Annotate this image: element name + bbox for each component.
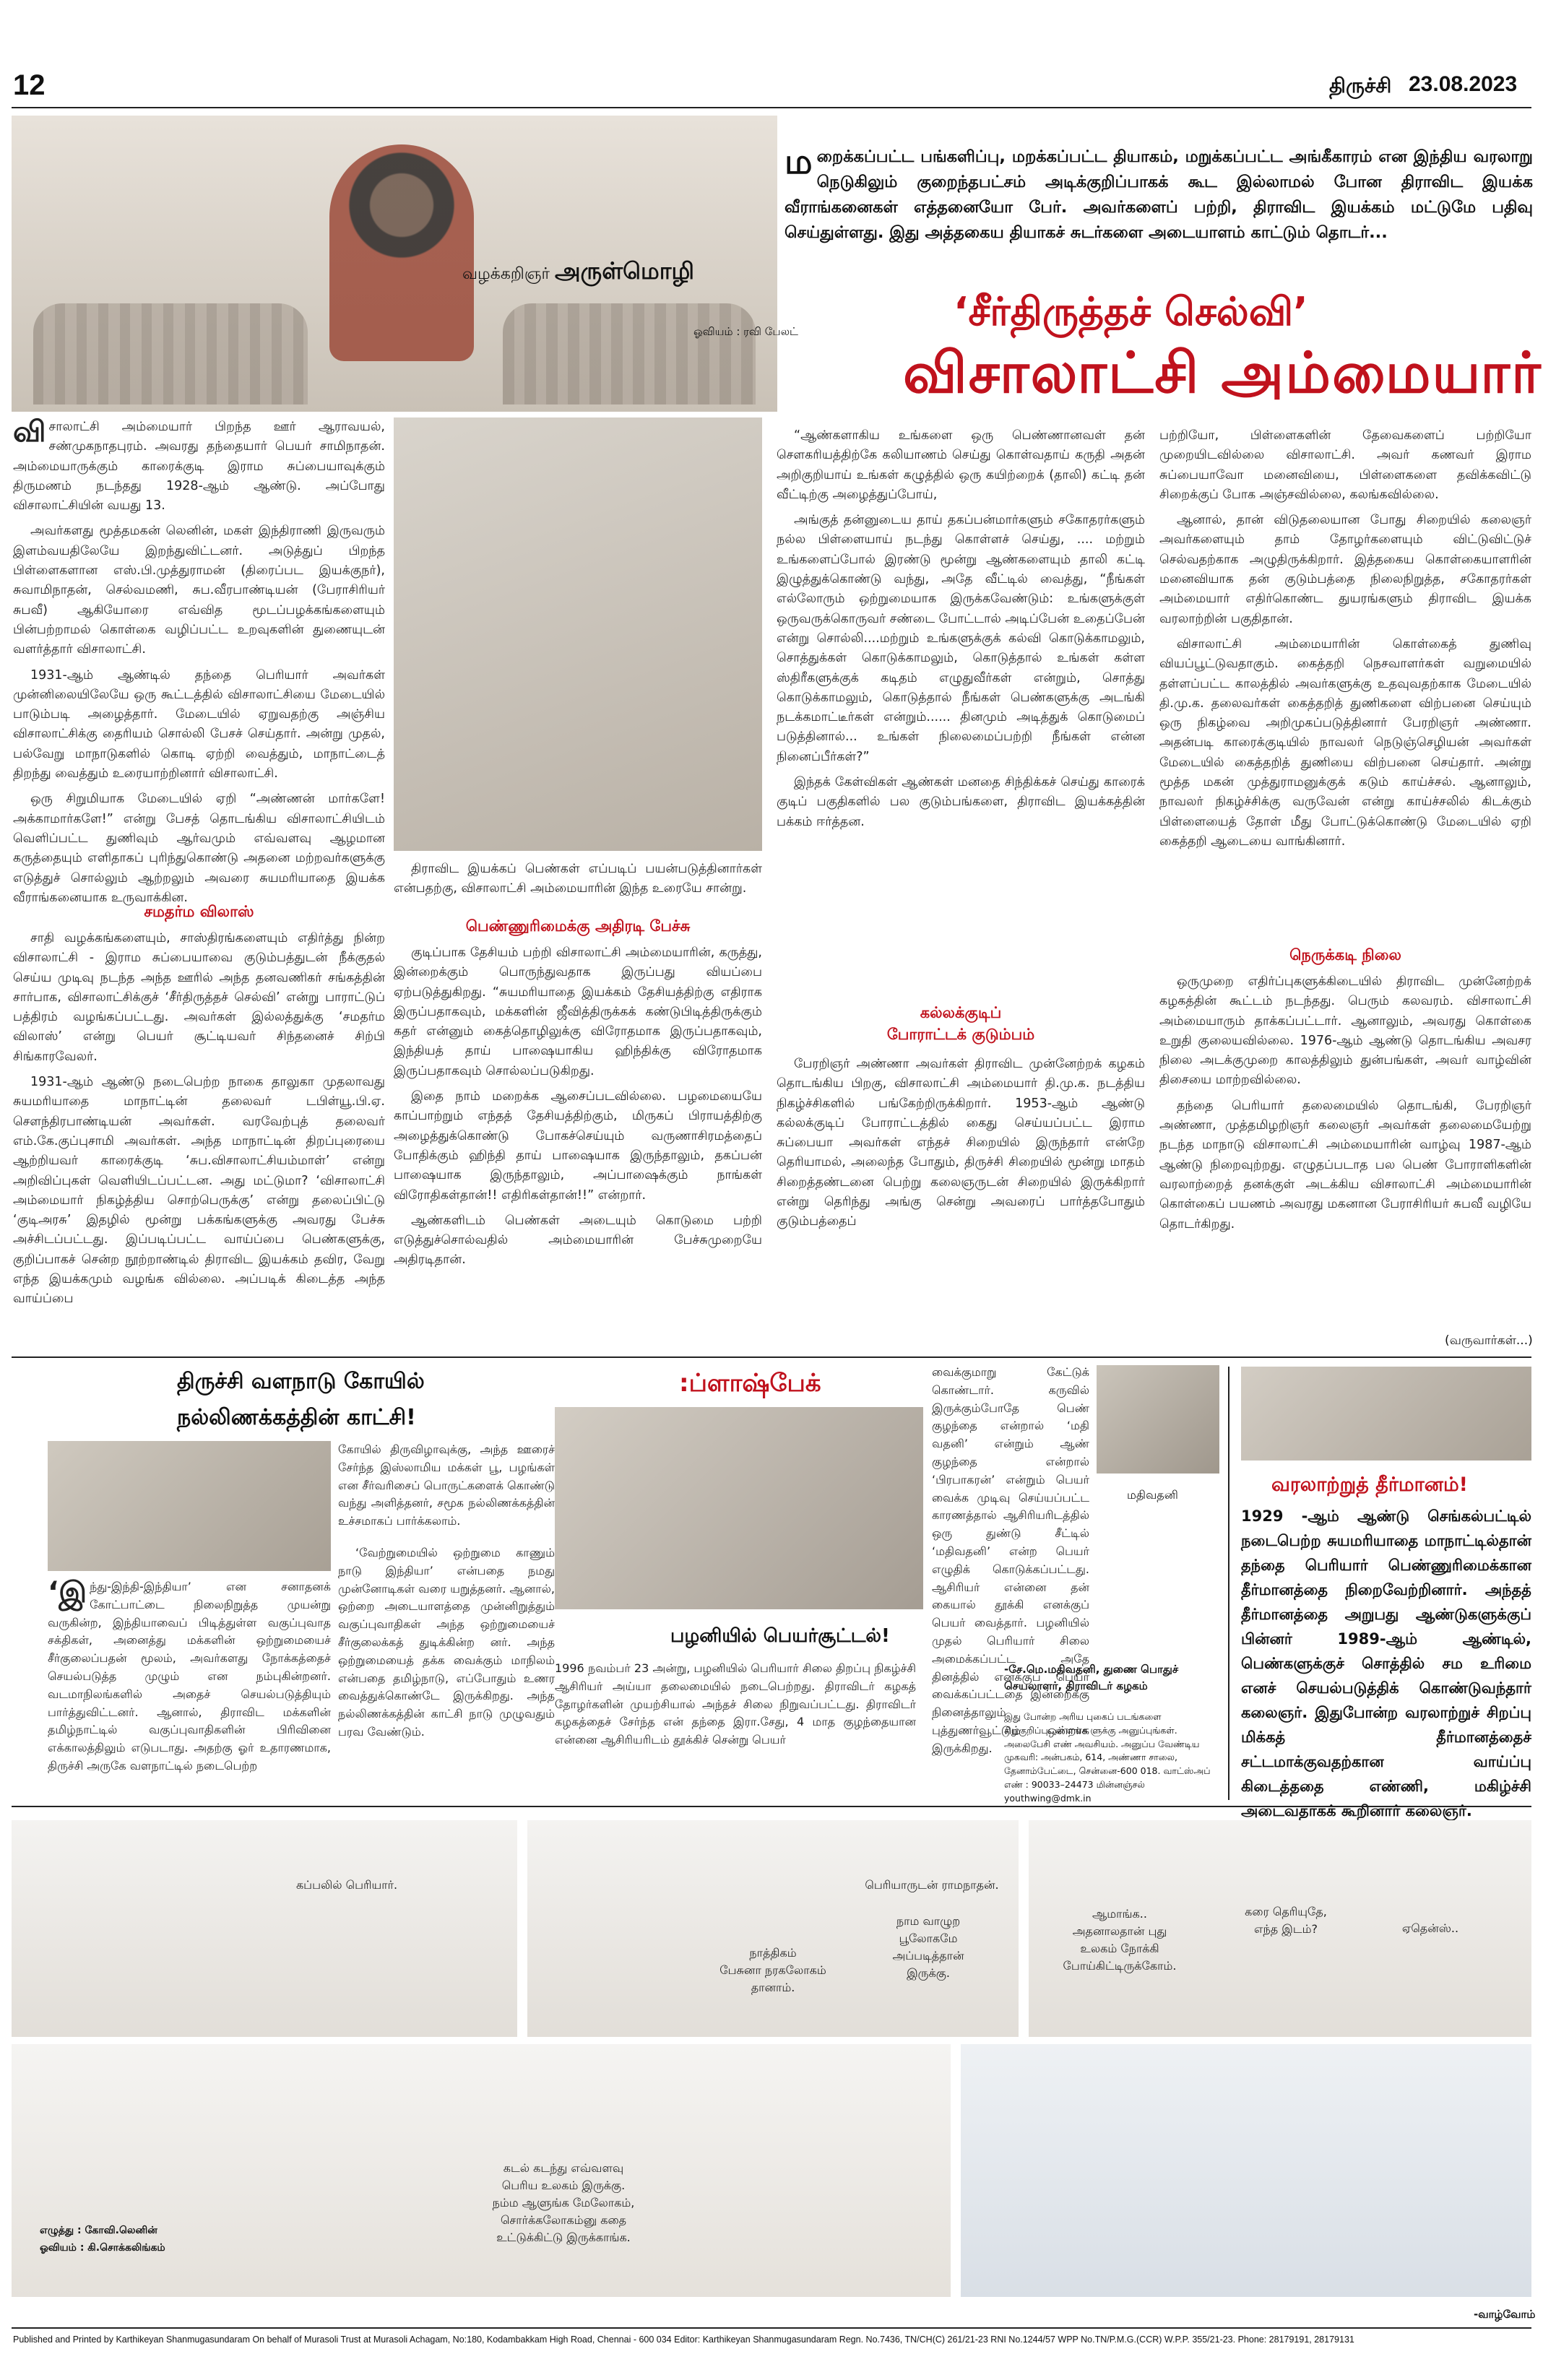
col2b-para-1: குடிப்பாக தேசியம் பற்றி விசாலாட்சி அம்மை… <box>394 945 762 1078</box>
temple-text-a: ‘இந்து-இந்தி-இந்தியா’ என சனாதனக் கோட்பாட… <box>48 1576 331 1781</box>
comic-panel-1 <box>12 1820 517 2037</box>
palani-text: 1996 நவம்பர் 23 அன்று, பழனியில் பெரியார்… <box>555 1660 916 1755</box>
col3-para-1: “ஆண்களாகிய உங்களை ஒரு பெண்ணானவள் தன் சௌக… <box>777 428 1145 502</box>
col2-para-1: திராவிட இயக்கப் பெண்கள் எப்படிப் பயன்படு… <box>394 862 762 896</box>
illustration-area <box>12 116 777 412</box>
col3b-para-1: பேரறிஞர் அண்ணா அவர்கள் திராவிட முன்னேற்ற… <box>777 1057 1145 1229</box>
palani-text-2p: வைக்குமாறு கேட்டுக் கொண்டார். கருவில் இர… <box>932 1365 1089 1755</box>
comic-panel-5 <box>961 2044 1531 2297</box>
palani-title: பழனியில் பெயர்சூட்டல்! <box>670 1625 890 1647</box>
speech-bubble-3: ஆமாங்க.. அதனாலதான் புது உலகம் நோக்கி போய… <box>1063 1907 1177 1973</box>
col1-para-2: அவர்களது மூத்தமகன் லெனின், மகள் இந்திராண… <box>13 524 385 657</box>
article-photo-column-2 <box>394 417 762 851</box>
speech-bubble-6: கடல் கடந்து எவ்வளவு பெரிய உலகம் இருக்கு.… <box>492 2161 635 2244</box>
temple-title-2: நல்லிணக்கத்தின் காட்சி! <box>177 1405 416 1430</box>
header-date: 23.08.2023 <box>1409 72 1518 96</box>
col1-para-1: விசாலாட்சி அம்மையார் பிறந்த ஊர் ஆராவயல்,… <box>13 415 385 514</box>
footer-rule <box>12 2327 1531 2329</box>
col3-para-3: இந்தக் கேள்விகள் ஆண்கள் மனதை சிந்திக்கச்… <box>777 775 1145 829</box>
subheading-samadharma: சமதர்ம விலாஸ் <box>144 903 254 920</box>
credit-writer: எழுத்து : கோவி.லெனின் <box>40 2225 157 2236</box>
col2b-para-3: ஆண்களிடம் பெண்கள் அடையும் கொடுமை பற்றி எ… <box>394 1213 762 1268</box>
mathivathani-photo <box>1097 1365 1219 1474</box>
article-column-4: பற்றியோ, பிள்ளைகளின் தேவைகளைப் பற்றியோ ம… <box>1159 426 1531 857</box>
article-bottom-rule <box>12 1356 1531 1358</box>
illustration-credit: ஓவியம் : ரவி பேலட் <box>693 325 798 338</box>
caption-periyar-ramanathan: பெரியாருடன் ராமநாதன். <box>865 1878 999 1892</box>
article-column-1b: சாதி வழக்கங்களையும், சாஸ்திரங்களையும் எத… <box>13 929 385 1315</box>
continued-note: (வருவார்கள்...) <box>1445 1333 1533 1348</box>
col4b-para-2: தந்தை பெரியார் தலைமையில் தொடங்கி, பேரறிஞ… <box>1159 1098 1531 1232</box>
temple-text-b: கோயில் திருவிழாவுக்கு, அந்த ஊரைச் சேர்ந்… <box>338 1441 555 1536</box>
article-column-2: திராவிட இயக்கப் பெண்கள் எப்படிப் பயன்படு… <box>394 860 762 905</box>
temple-title-1: திருச்சி வளநாடு கோயில் <box>177 1369 425 1394</box>
flashback-divider <box>1228 1367 1229 1800</box>
flashback-bottom-rule <box>12 1806 1531 1807</box>
flashback-label: :ப்ளாஷ்பேக் <box>679 1369 821 1398</box>
credit-continue: -வாழ்வோம் <box>1474 2308 1536 2321</box>
article-column-2b: குடிப்பாக தேசியம் பற்றி விசாலாட்சி அம்மை… <box>394 943 762 1276</box>
contact-info: இது போன்ற அரிய புகைப் படங்களை சிறுகுறிப்… <box>1004 1711 1211 1804</box>
crowd-right <box>503 303 756 404</box>
speech-bubble-2: நாம வாழுற பூலோகமே அப்படித்தான் இருக்கு. <box>892 1914 964 1980</box>
temple-text-a1: ‘இந்து-இந்தி-இந்தியா’ என சனாதனக் கோட்பாட… <box>48 1576 331 1773</box>
col2b-para-2: இதை நாம் மறைக்க ஆசைப்படவில்லை. பழமையையே … <box>394 1089 762 1203</box>
crowd-left <box>33 303 308 404</box>
palani-photo <box>555 1407 923 1609</box>
palani-text-1: 1996 நவம்பர் 23 அன்று, பழனியில் பெரியார்… <box>555 1661 916 1747</box>
temple-text-b2p: ‘வேற்றுமையில் ஒற்றுமை காணும் நாடு இந்திய… <box>338 1546 555 1739</box>
col1-para-4: ஒரு சிறுமியாக மேடையில் ஏறி “அண்ணன் மார்க… <box>13 792 385 905</box>
intro-dropcap: ம <box>785 142 813 182</box>
col1b-para-2: 1931-ஆம் ஆண்டு நடைபெற்ற நாகை தாலுகா முதல… <box>13 1075 385 1307</box>
subheading-kallakudi-2: போராட்டக் குடும்பம் <box>886 1026 1035 1043</box>
speech-bubble-1: நாத்திகம் பேசுனா நரகலோகம் தானாம். <box>719 1946 826 1994</box>
temple-text-b1: கோயில் திருவிழாவுக்கு, அந்த ஊரைச் சேர்ந்… <box>338 1442 555 1528</box>
header-city: திருச்சி <box>1329 74 1392 98</box>
subheading-kallakudi-1: கல்லக்குடிப் <box>920 1004 1002 1021</box>
col4b-para-1: ஒருமுறை எதிர்ப்புகளுக்கிடையில் திராவிட ம… <box>1159 974 1531 1088</box>
comic-panel-2 <box>527 1820 1019 2037</box>
credit-artist: ஓவியம் : கி.சொக்கலிங்கம் <box>40 2242 165 2254</box>
series-title: ‘சீர்திருத்தச் செல்வி’ <box>954 289 1308 334</box>
article-column-3b: பேரறிஞர் அண்ணா அவர்கள் திராவிட முன்னேற்ற… <box>777 1055 1145 1238</box>
author-byline: வழக்கறிஞர் அருள்மொழி <box>462 257 694 285</box>
col1b-para-1: சாதி வழக்கங்களையும், சாஸ்திரங்களையும் எத… <box>13 931 385 1064</box>
comic-panel-4 <box>12 2044 951 2297</box>
caption-periyar-ship: கப்பலில் பெரியார். <box>295 1878 398 1892</box>
col3-para-2: அங்குத் தன்னுடைய தாய் தகப்பன்மார்களும் ச… <box>777 513 1146 764</box>
col4-para-2: ஆனால், தான் விடுதலையான போது சிறையில் கலை… <box>1159 513 1531 626</box>
signature: -சே.மெ.மதிவதனி, துணை பொதுச் செயலாளர், தி… <box>1004 1663 1179 1692</box>
imprint-line: Published and Printed by Karthikeyan Sha… <box>13 2334 1354 2345</box>
subheading-emergency: நெருக்கடி நிலை <box>1289 946 1401 964</box>
mathivathani-label: மதிவதனி <box>1127 1488 1178 1502</box>
temple-text-b2: ‘வேற்றுமையில் ஒற்றுமை காணும் நாடு இந்திய… <box>338 1544 555 1747</box>
header-rule <box>12 107 1531 108</box>
speech-bubble-5: ஏதென்ஸ்.. <box>1401 1921 1459 1935</box>
article-column-4b: ஒருமுறை எதிர்ப்புகளுக்கிடையில் திராவிட ம… <box>1159 972 1531 1240</box>
speech-bubble-4: கரை தெரியுதே, எந்த இடம்? <box>1245 1905 1327 1936</box>
col1-para-3: 1931-ஆம் ஆண்டில் தந்தை பெரியார் அவர்கள் … <box>13 667 385 782</box>
article-column-3: “ஆண்களாகிய உங்களை ஒரு பெண்ணானவள் தன் சௌக… <box>777 426 1145 838</box>
col4-para-3: விசாலாட்சி அம்மையாரின் கொள்கைத் துணிவு வ… <box>1159 636 1531 849</box>
palani-text-2: வைக்குமாறு கேட்டுக் கொண்டார். கருவில் இர… <box>932 1364 1089 1764</box>
verdict-text: 1929 -ஆம் ஆண்டு செங்கல்பட்டில் நடைபெற்ற … <box>1241 1507 1531 1820</box>
article-column-1: விசாலாட்சி அம்மையார் பிறந்த ஊர் ஆராவயல்,… <box>13 415 385 914</box>
page-number: 12 <box>13 69 46 101</box>
verdict-title: வரலாற்றுத் தீர்மானம்! <box>1271 1474 1468 1496</box>
verdict-photo <box>1241 1367 1531 1461</box>
subheading-pennurimai: பெண்ணுரிமைக்கு அதிரடி பேச்சு <box>465 917 691 935</box>
comic-panel-3 <box>1029 1820 1531 2037</box>
col4-para-1: பற்றியோ, பிள்ளைகளின் தேவைகளைப் பற்றியோ ம… <box>1159 428 1531 502</box>
temple-photo <box>48 1441 331 1571</box>
portrait-figure <box>329 144 474 361</box>
main-title: விசாலாட்சி அம்மையார் <box>903 341 1542 406</box>
